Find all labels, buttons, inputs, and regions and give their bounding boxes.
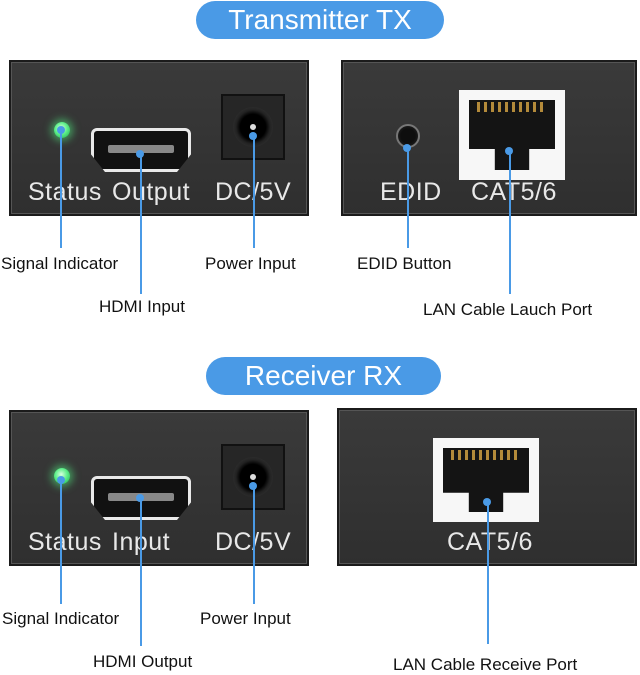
tx-edid-callout: EDID Button bbox=[357, 254, 452, 273]
rx-rj45-pins bbox=[451, 450, 521, 460]
transmitter-title: Transmitter TX bbox=[196, 1, 444, 39]
tx-hdmi-callout: HDMI Input bbox=[99, 297, 185, 316]
tx-front-panel: Status Output DC/5V bbox=[9, 60, 309, 216]
tx-lan-callout: LAN Cable Lauch Port bbox=[423, 300, 593, 319]
rx-lan-leader bbox=[487, 503, 489, 644]
tx-edid-label: EDID bbox=[380, 178, 442, 206]
rx-front-panel: Status Input DC/5V bbox=[9, 410, 309, 566]
rx-status-label: Status bbox=[28, 528, 102, 556]
tx-hdmi-contacts bbox=[108, 145, 174, 153]
tx-edid-dot bbox=[403, 144, 411, 152]
tx-rj45-port bbox=[459, 90, 565, 180]
rx-hdmi-dot bbox=[136, 494, 144, 502]
tx-status-label: Status bbox=[28, 178, 102, 206]
rx-dc-pin bbox=[250, 474, 256, 480]
tx-signal-callout: Signal Indicator bbox=[1, 254, 119, 273]
tx-power-callout: Power Input bbox=[205, 254, 296, 273]
rx-dc-label: DC/5V bbox=[215, 528, 292, 556]
tx-power-leader bbox=[253, 136, 255, 248]
rx-back-panel: CAT5/6 bbox=[337, 408, 637, 566]
rx-power-leader bbox=[253, 486, 255, 604]
rx-hdmi-callout: HDMI Output bbox=[93, 652, 193, 671]
rx-power-dot bbox=[249, 482, 257, 490]
tx-dc-pin bbox=[250, 124, 256, 130]
receiver-title: Receiver RX bbox=[206, 357, 441, 395]
tx-back-panel: EDID CAT5/6 bbox=[341, 60, 637, 216]
tx-hdmi-leader bbox=[140, 154, 142, 294]
tx-cat-label: CAT5/6 bbox=[471, 178, 557, 206]
tx-dc-label: DC/5V bbox=[215, 178, 292, 206]
tx-signal-leader bbox=[60, 130, 62, 248]
rx-hdmi-leader bbox=[140, 498, 142, 646]
tx-rj45-pins bbox=[477, 102, 547, 112]
tx-output-label: Output bbox=[112, 178, 191, 206]
rx-signal-callout: Signal Indicator bbox=[2, 609, 120, 628]
tx-signal-dot bbox=[57, 126, 65, 134]
tx-lan-leader bbox=[509, 152, 511, 294]
rx-lan-callout: LAN Cable Receive Port bbox=[393, 655, 578, 674]
tx-edid-leader bbox=[407, 148, 409, 248]
transmitter-title-text: Transmitter TX bbox=[228, 4, 412, 35]
rx-lan-dot bbox=[483, 498, 491, 506]
rx-power-callout: Power Input bbox=[200, 609, 291, 628]
rx-rj45-port bbox=[433, 438, 539, 522]
rx-signal-dot bbox=[57, 476, 65, 484]
receiver-title-text: Receiver RX bbox=[244, 360, 403, 391]
tx-lan-dot bbox=[505, 147, 513, 155]
rx-signal-leader bbox=[60, 480, 62, 604]
rx-cat-label: CAT5/6 bbox=[447, 528, 533, 556]
tx-hdmi-dot bbox=[136, 150, 144, 158]
tx-power-dot bbox=[249, 132, 257, 140]
